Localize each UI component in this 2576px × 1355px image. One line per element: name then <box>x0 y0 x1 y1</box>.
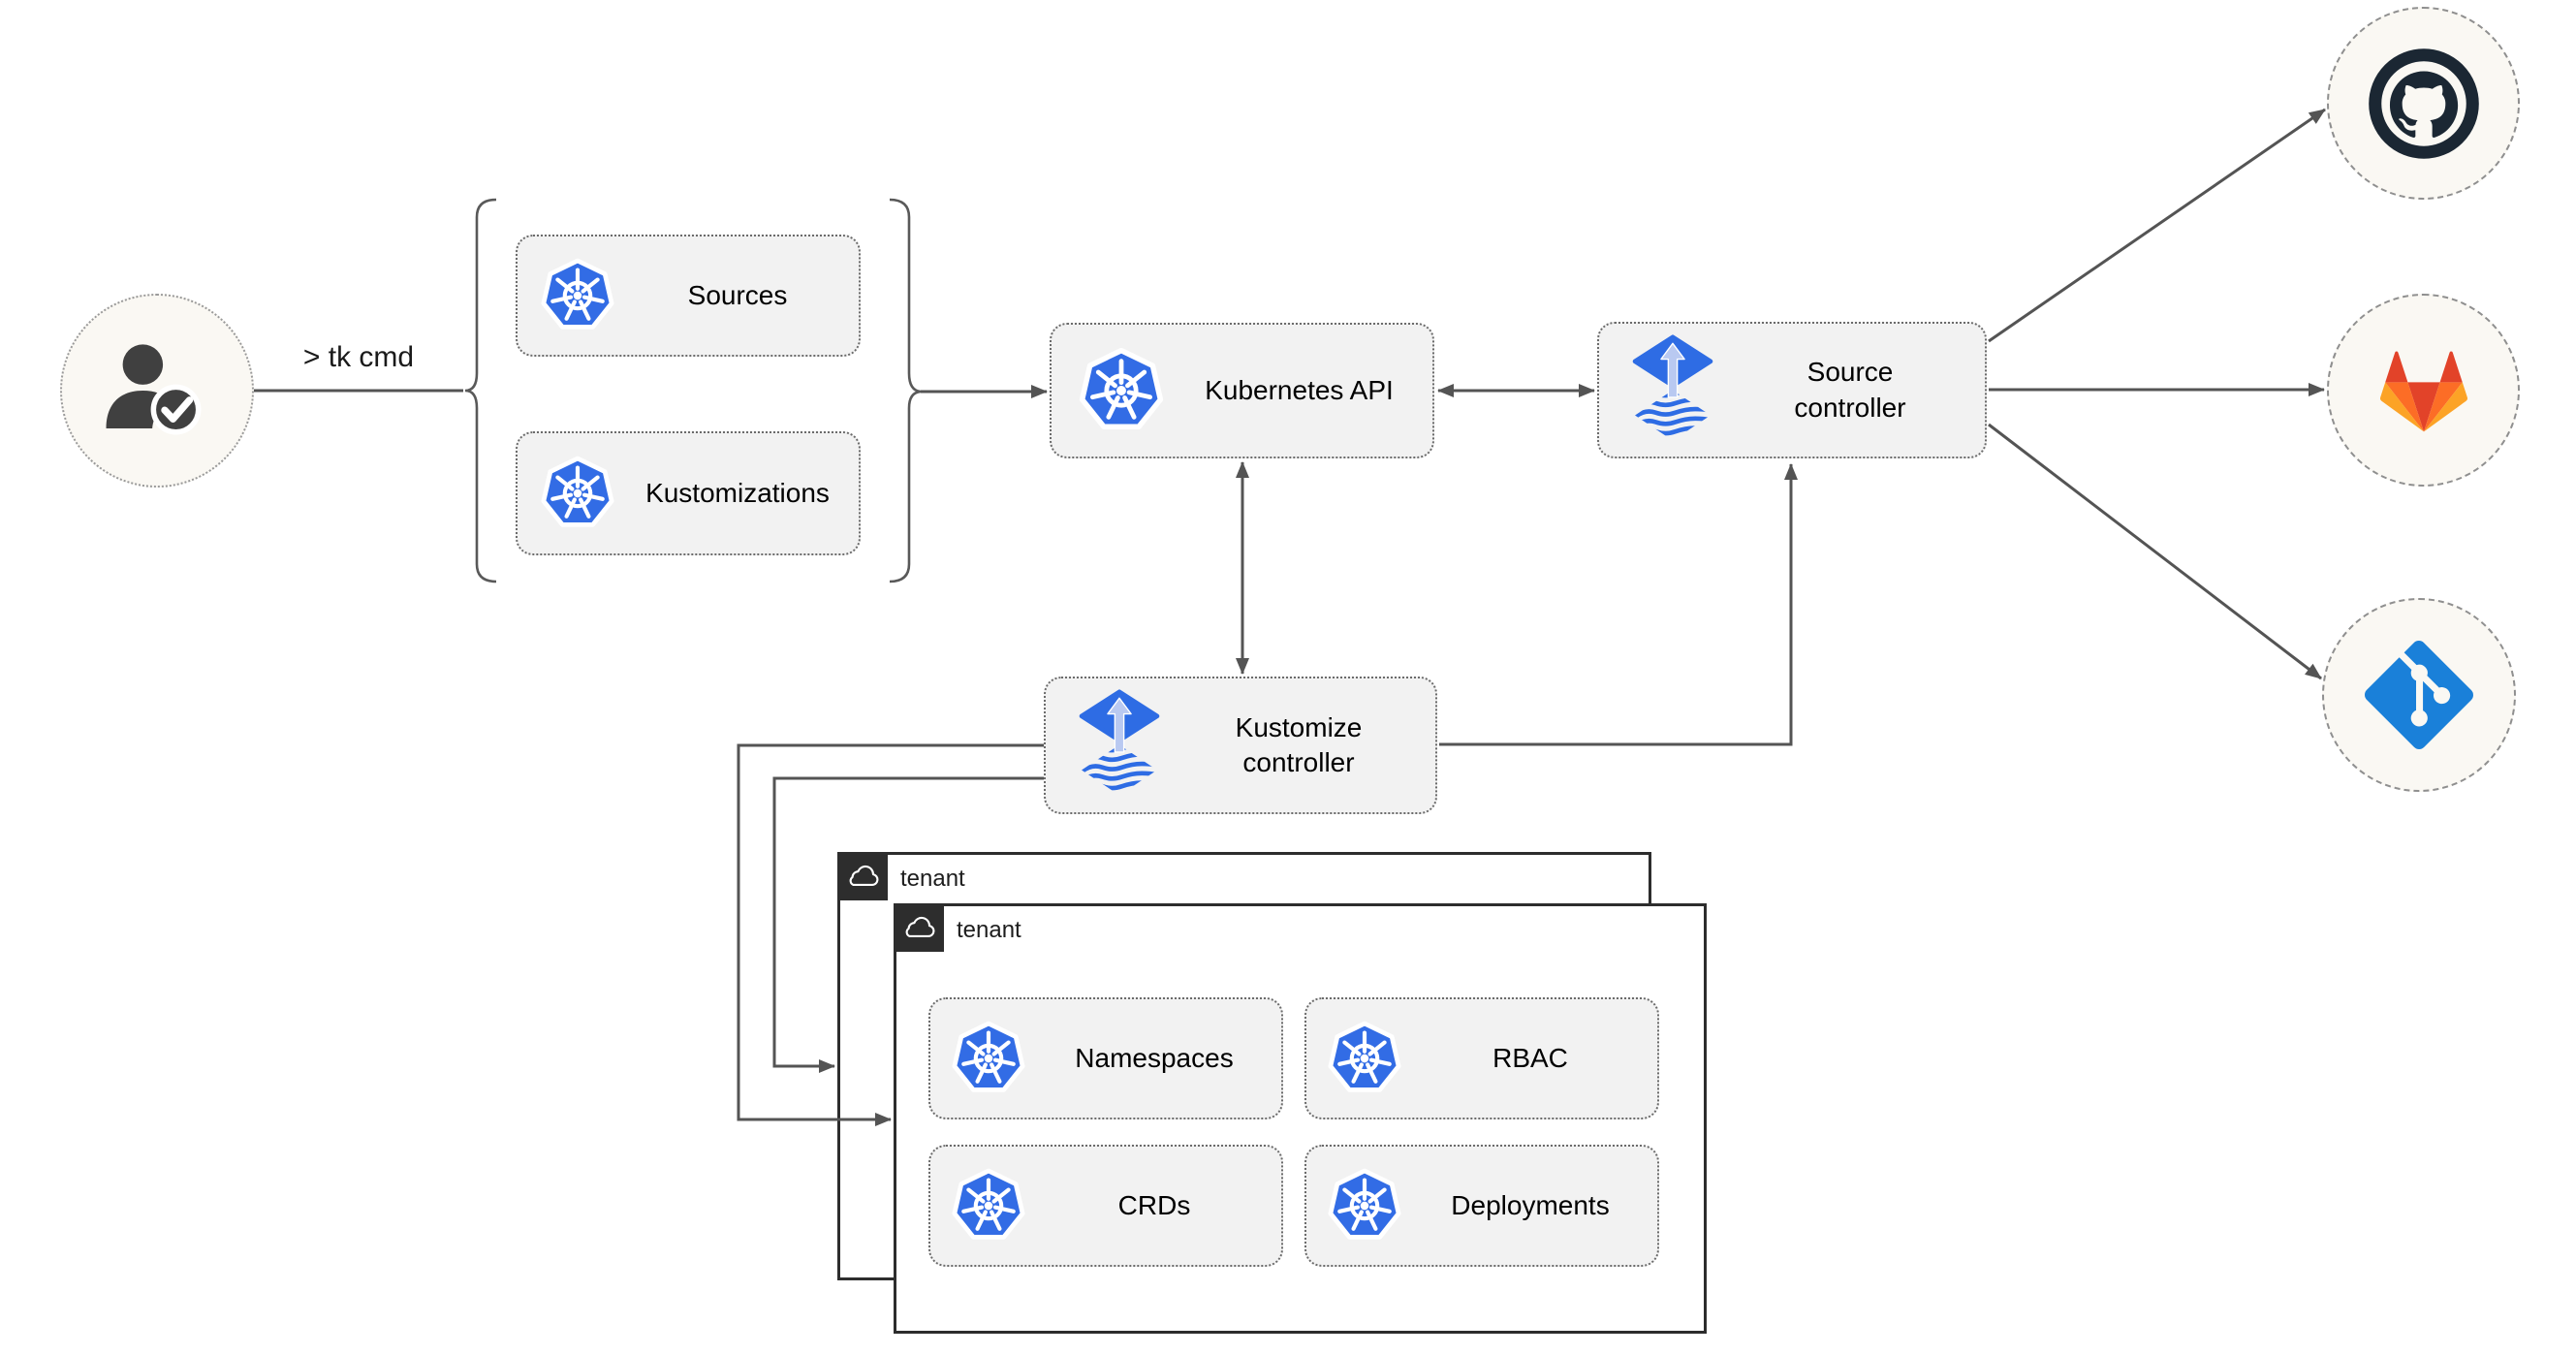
node-sources: Sources <box>516 235 861 357</box>
user-node <box>60 294 254 488</box>
kubernetes-icon <box>950 1164 1027 1247</box>
node-crds: CRDs <box>928 1145 1283 1267</box>
git-icon <box>2365 641 2473 749</box>
tenant-label: tenant <box>957 917 1021 943</box>
flux-icon <box>1630 334 1715 447</box>
repo-git-node <box>2322 598 2516 792</box>
node-namespaces: Namespaces <box>928 997 1283 1119</box>
repo-github-node <box>2327 7 2520 200</box>
node-kubernetes-api: Kubernetes API <box>1050 323 1434 458</box>
tenant-header <box>837 852 888 900</box>
node-crds-label: CRDs <box>1117 1189 1191 1220</box>
edge-source-controller-to-github <box>1988 108 2326 343</box>
tenant-header <box>894 903 944 952</box>
edge-kustomize-to-source-controller <box>1439 463 1798 746</box>
node-kustomize-controller-label: Kustomize controller <box>1235 711 1363 777</box>
tenant-label: tenant <box>900 866 965 892</box>
kubernetes-icon <box>539 254 616 337</box>
edge-source-controller-to-git <box>1988 423 2322 680</box>
kubernetes-icon <box>1326 1164 1403 1247</box>
node-sources-label: Sources <box>687 279 788 310</box>
cli-command-label: > tk cmd <box>302 341 415 373</box>
cloud-icon <box>900 915 937 940</box>
kubernetes-icon <box>950 1017 1027 1100</box>
node-deployments: Deployments <box>1304 1145 1659 1267</box>
github-icon <box>2368 47 2480 160</box>
flux-icon <box>1077 689 1162 802</box>
group-brace-left <box>464 198 497 583</box>
node-kustomizations: Kustomizations <box>516 431 861 555</box>
group-brace-right <box>889 198 922 583</box>
node-source-controller: Source controller <box>1597 322 1987 458</box>
cloud-icon <box>844 864 881 889</box>
node-rbac-label: RBAC <box>1492 1042 1568 1073</box>
user-check-icon <box>98 331 216 450</box>
kubernetes-icon <box>539 452 616 535</box>
node-deployments-label: Deployments <box>1451 1189 1610 1220</box>
node-rbac: RBAC <box>1304 997 1659 1119</box>
repo-gitlab-node <box>2327 294 2520 487</box>
node-namespaces-label: Namespaces <box>1075 1042 1234 1073</box>
node-source-controller-label: Source controller <box>1794 357 1906 423</box>
node-kustomize-controller: Kustomize controller <box>1044 677 1437 814</box>
kubernetes-icon <box>1077 344 1166 437</box>
node-kustomizations-label: Kustomizations <box>645 477 830 508</box>
gitlab-icon <box>2372 338 2476 443</box>
node-kubernetes-api-label: Kubernetes API <box>1205 374 1394 405</box>
kubernetes-icon <box>1326 1017 1403 1100</box>
